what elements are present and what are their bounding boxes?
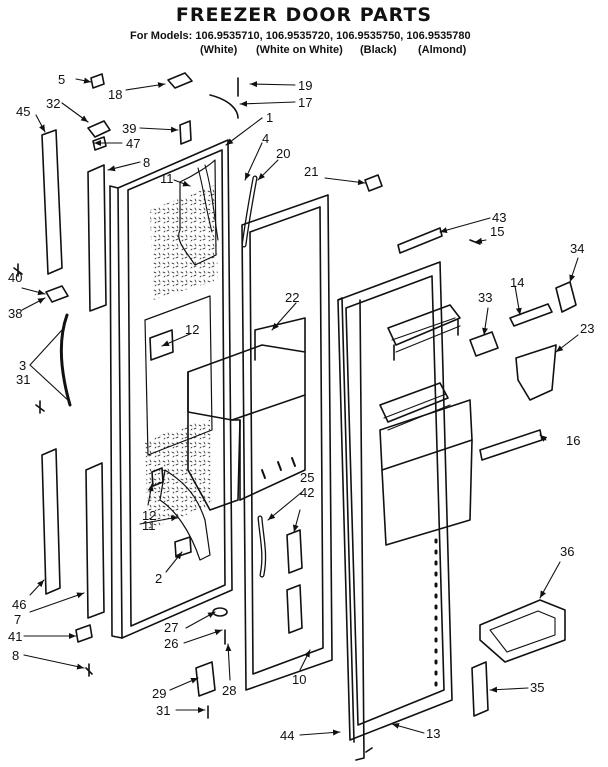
label-11-lower: 11 <box>142 518 156 533</box>
insulation-lower <box>145 418 212 561</box>
label-6: 8 <box>143 155 150 170</box>
wire-harness-17 <box>209 94 239 119</box>
label-38: 38 <box>8 306 22 321</box>
label-14: 14 <box>510 275 524 290</box>
door-stop <box>174 536 192 558</box>
label-16: 16 <box>566 433 580 448</box>
trim-6 <box>87 164 107 312</box>
screw-40 <box>13 263 23 277</box>
drip-tray-36 <box>479 599 566 663</box>
leader-lines <box>21 77 579 736</box>
spacer-47 <box>92 136 107 151</box>
label-12-upper: 12 <box>185 322 199 337</box>
label-8: 8 <box>12 648 19 663</box>
label-19: 19 <box>298 78 312 93</box>
color-black: (Black) <box>360 44 397 56</box>
label-45: 45 <box>16 104 30 119</box>
insulation-upper <box>150 159 219 300</box>
label-34: 34 <box>570 241 584 256</box>
screw-31-left <box>35 400 45 414</box>
cap-43 <box>397 227 443 254</box>
handle-cable-3 <box>59 313 72 407</box>
label-23: 23 <box>580 321 594 336</box>
label-13: 13 <box>426 726 440 741</box>
hinge-bracket-upper <box>149 329 174 361</box>
label-44: 44 <box>280 728 294 743</box>
part-labels: 5 18 19 17 32 45 1 39 4 47 20 8 21 11 43… <box>8 72 594 743</box>
trim-35 <box>471 661 489 717</box>
label-47: 47 <box>126 136 140 151</box>
label-33: 33 <box>478 290 492 305</box>
color-white-on-white: (White on White) <box>256 44 343 56</box>
wire-clip-lower <box>151 467 164 487</box>
door-liner-frame <box>241 194 333 691</box>
models-line: For Models: 106.9535710, 106.9535720, 10… <box>130 30 471 42</box>
label-15: 15 <box>490 224 504 239</box>
model-colors: (White) (White on White) (Black) (Almond… <box>0 44 608 58</box>
label-40: 40 <box>8 270 22 285</box>
plug-21 <box>364 174 383 192</box>
trim-16 <box>479 429 543 461</box>
label-39: 39 <box>122 121 136 136</box>
strip-14 <box>509 303 553 327</box>
hinge-components-left <box>13 72 239 677</box>
screw-8 <box>85 663 93 677</box>
shim-5 <box>90 73 105 89</box>
door-shelves <box>379 304 473 546</box>
label-46: 46 <box>12 597 26 612</box>
cover-34 <box>555 281 577 313</box>
label-43: 43 <box>492 210 506 225</box>
label-18: 18 <box>108 87 122 102</box>
hinge-32 <box>87 120 111 138</box>
label-12-lower: 12 <box>142 508 156 523</box>
label-4: 4 <box>262 131 269 146</box>
label-29: 29 <box>152 686 166 701</box>
trim-7 <box>85 462 105 619</box>
label-3: 3 <box>19 358 26 373</box>
label-17: 17 <box>298 95 312 110</box>
label-25: 25 <box>300 470 314 485</box>
cap-33 <box>469 331 499 357</box>
lower-hinge-parts <box>195 607 228 719</box>
filler-blocks-42 <box>286 529 303 634</box>
label-22: 22 <box>285 290 299 305</box>
label-7: 7 <box>14 612 21 627</box>
door-trim-strips <box>41 120 192 619</box>
inner-door-liner <box>337 261 453 761</box>
label-1: 1 <box>266 110 273 125</box>
trim-39 <box>179 120 192 145</box>
gasket-strips <box>241 174 383 578</box>
chute-23 <box>515 344 557 401</box>
connector-18 <box>167 72 193 89</box>
label-31-upper: 31 <box>16 372 30 387</box>
trim-46 <box>41 448 61 595</box>
trim-45 <box>41 129 63 275</box>
bracket-38 <box>45 285 69 303</box>
label-27: 27 <box>164 620 178 635</box>
label-36: 36 <box>560 544 574 559</box>
color-white: (White) <box>200 44 238 56</box>
label-35: 35 <box>530 680 544 695</box>
label-32: 32 <box>46 96 60 111</box>
label-11-top: 11 <box>160 171 174 186</box>
label-28: 28 <box>222 683 236 698</box>
label-10: 10 <box>292 672 306 687</box>
label-20: 20 <box>276 146 290 161</box>
label-21: 21 <box>304 164 318 179</box>
label-41: 41 <box>8 629 22 644</box>
label-26: 26 <box>164 636 178 651</box>
label-5: 5 <box>58 72 65 87</box>
label-42: 42 <box>300 485 314 500</box>
diagram-title: FREEZER DOOR PARTS <box>175 4 433 26</box>
color-almond: (Almond) <box>418 44 467 56</box>
label-31-lower: 31 <box>156 703 170 718</box>
label-2: 2 <box>155 571 162 586</box>
dispenser-housing <box>187 317 306 511</box>
outer-door-panel <box>109 139 233 639</box>
bracket-41 <box>75 624 93 643</box>
